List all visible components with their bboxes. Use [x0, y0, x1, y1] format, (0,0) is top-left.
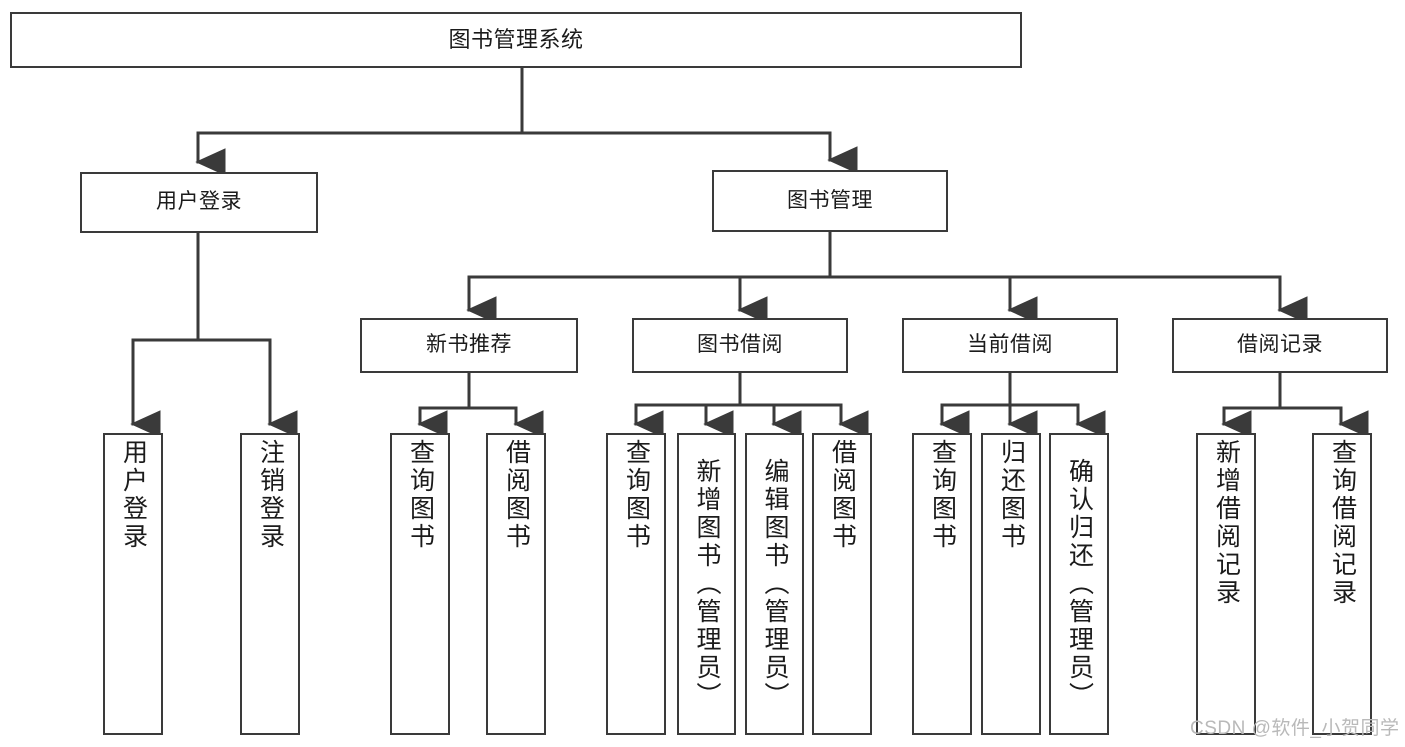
node-label: 新增图书（管理员）	[693, 458, 721, 710]
node-new-book-recommend[interactable]: 新书推荐	[360, 318, 578, 373]
csdn-watermark: CSDN @软件_小贺同学	[1190, 718, 1400, 739]
leaf-current-return-book[interactable]: 归还图书	[981, 433, 1041, 735]
leaf-user-login-logout[interactable]: 注销登录	[240, 433, 300, 735]
node-book-management[interactable]: 图书管理	[712, 170, 948, 232]
node-label: 新书推荐	[426, 333, 512, 357]
node-root-system[interactable]: 图书管理系统	[10, 12, 1022, 68]
node-label: 归还图书	[997, 439, 1026, 551]
node-label: 用户登录	[119, 439, 148, 551]
leaf-new-book-borrow[interactable]: 借阅图书	[486, 433, 546, 735]
node-label: 注销登录	[256, 439, 285, 551]
leaf-current-query-book[interactable]: 查询图书	[912, 433, 972, 735]
node-label: 查询借阅记录	[1328, 439, 1357, 607]
leaf-user-login-login[interactable]: 用户登录	[103, 433, 163, 735]
node-label: 查询图书	[622, 439, 651, 551]
node-label: 图书管理	[787, 188, 873, 212]
node-book-borrow[interactable]: 图书借阅	[632, 318, 848, 373]
node-borrow-record[interactable]: 借阅记录	[1172, 318, 1388, 373]
leaf-borrow-borrow-book[interactable]: 借阅图书	[812, 433, 872, 735]
node-label: 图书借阅	[697, 333, 783, 357]
leaf-current-confirm-return-admin[interactable]: 确认归还（管理员）	[1049, 433, 1109, 735]
leaf-borrow-edit-book-admin[interactable]: 编辑图书（管理员）	[745, 433, 804, 735]
node-label: 借阅记录	[1237, 333, 1323, 357]
node-label: 借阅图书	[828, 439, 857, 551]
node-label: 查询图书	[406, 439, 435, 551]
node-label: 编辑图书（管理员）	[761, 458, 789, 710]
leaf-record-add-record[interactable]: 新增借阅记录	[1196, 433, 1256, 735]
leaf-new-book-query[interactable]: 查询图书	[390, 433, 450, 735]
leaf-borrow-query-book[interactable]: 查询图书	[606, 433, 666, 735]
node-label: 图书管理系统	[448, 27, 584, 53]
node-user-login[interactable]: 用户登录	[80, 172, 318, 233]
node-label: 新增借阅记录	[1212, 439, 1241, 607]
leaf-borrow-add-book-admin[interactable]: 新增图书（管理员）	[677, 433, 736, 735]
node-label: 用户登录	[156, 190, 242, 214]
node-current-borrow[interactable]: 当前借阅	[902, 318, 1118, 373]
leaf-record-query-record[interactable]: 查询借阅记录	[1312, 433, 1372, 735]
node-label: 确认归还（管理员）	[1065, 458, 1094, 710]
node-label: 当前借阅	[967, 333, 1053, 357]
node-label: 借阅图书	[502, 439, 531, 551]
node-label: 查询图书	[928, 439, 957, 551]
